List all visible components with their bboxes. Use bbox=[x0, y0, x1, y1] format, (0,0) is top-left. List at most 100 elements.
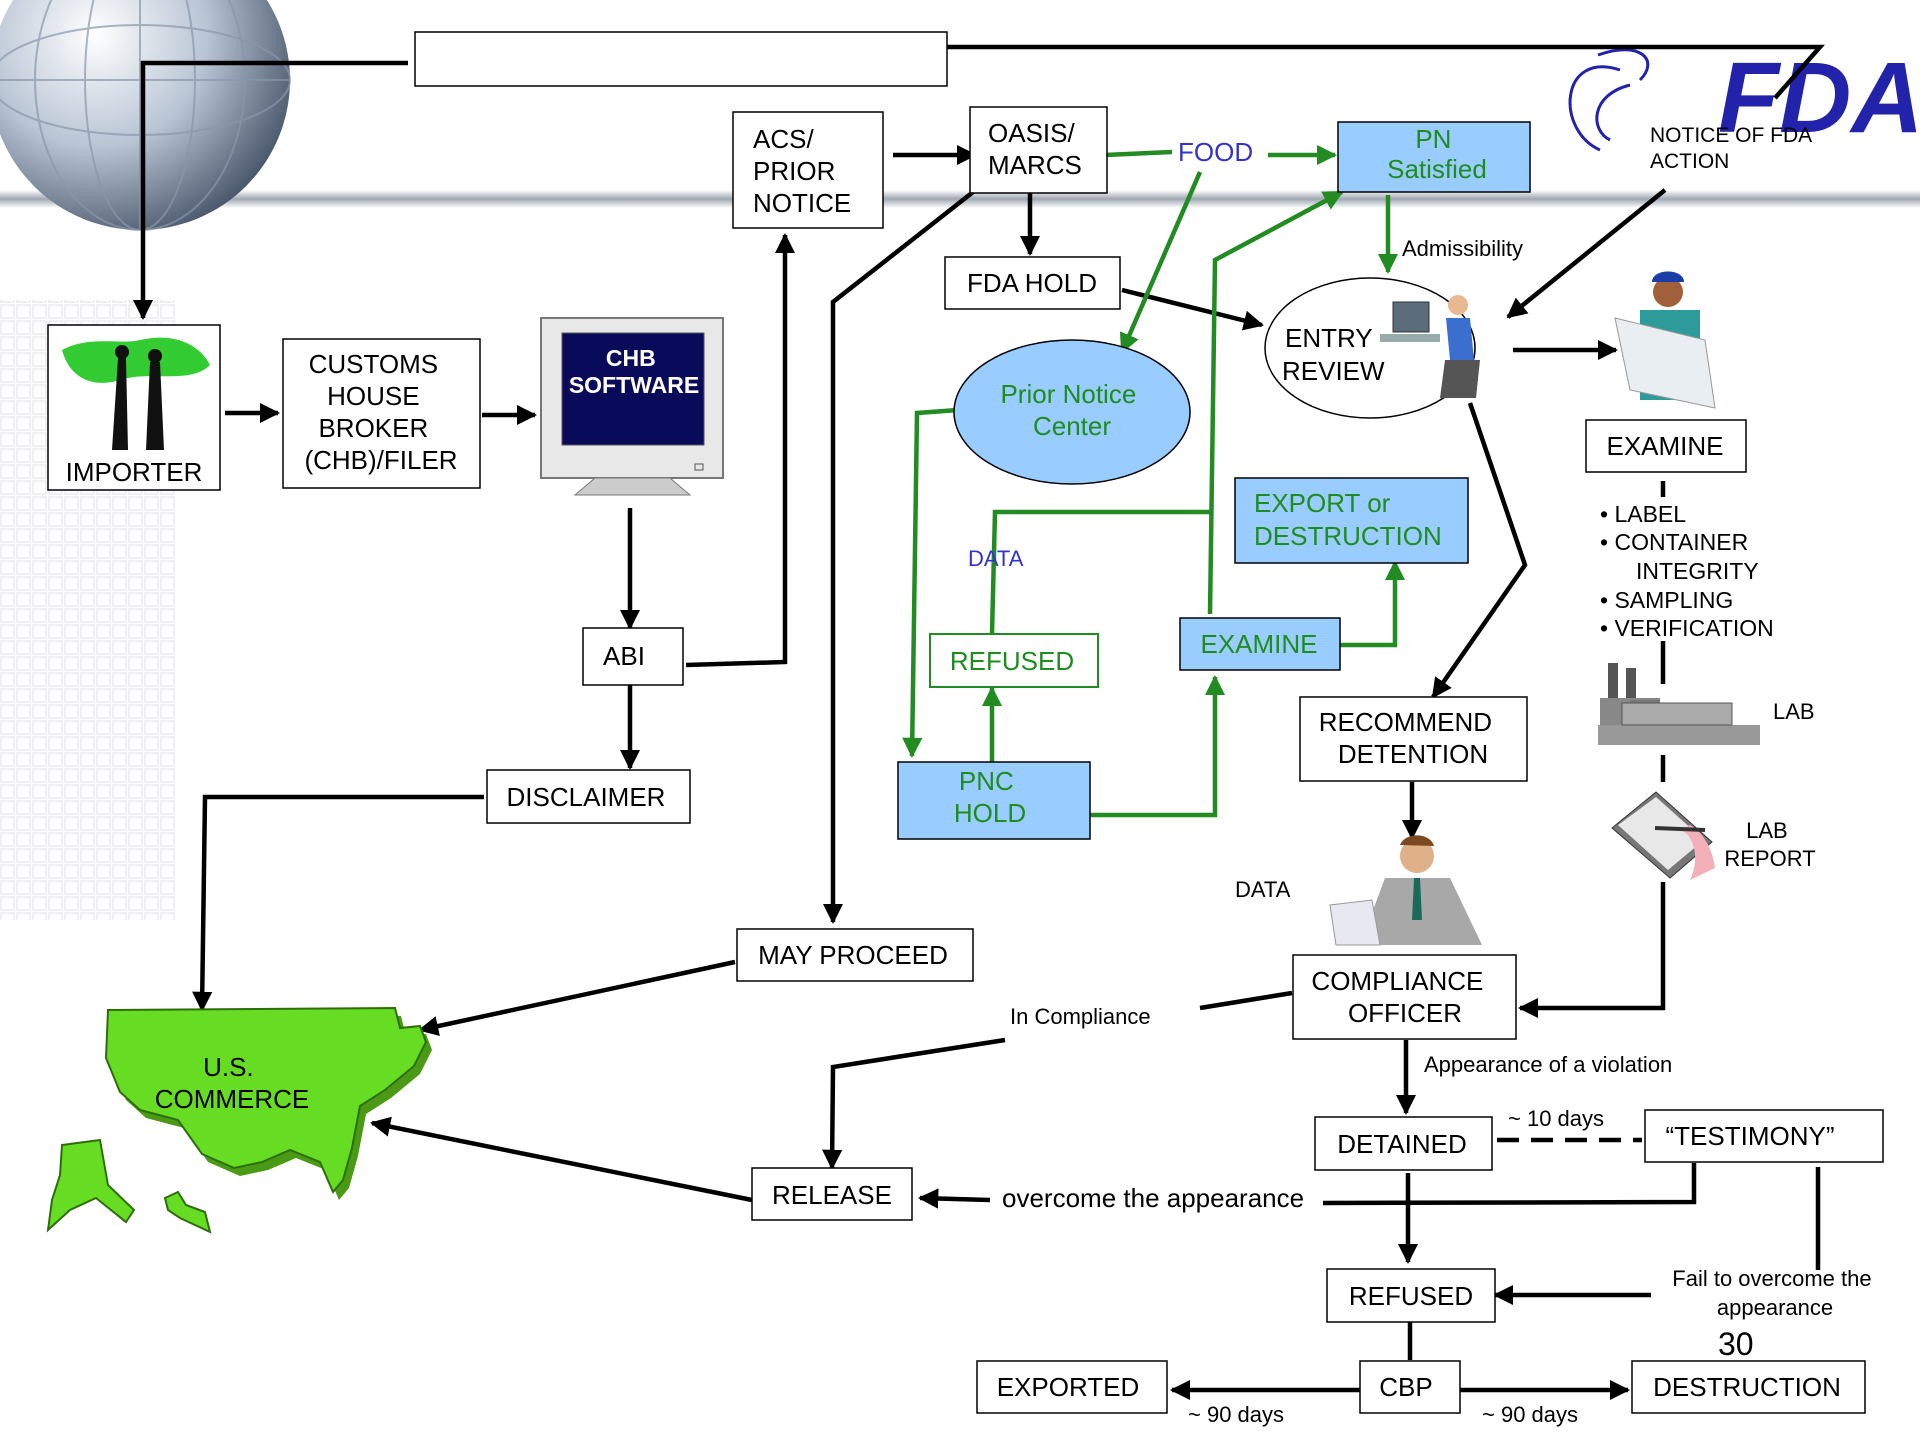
chb-software-monitor-icon: CHB SOFTWARE bbox=[540, 317, 724, 496]
data-label-blue: DATA bbox=[968, 546, 1024, 571]
release-text: RELEASE bbox=[772, 1180, 892, 1210]
us-commerce-map: U.S. COMMERCE bbox=[46, 1006, 432, 1234]
arrow-labreport-officer bbox=[1517, 882, 1666, 1019]
arrow-incompliance-release bbox=[822, 1037, 1006, 1171]
recommend-line-2: DETENTION bbox=[1338, 739, 1488, 769]
arrow-pnc-pnchold bbox=[902, 407, 959, 759]
svg-text:ACS/ PRIOR NOTICE: ACS/ PRIOR NOTICE bbox=[753, 124, 851, 218]
svg-text:• VERIFICATION: • VERIFICATION bbox=[1600, 615, 1774, 641]
exam-items-list: • LABEL • CONTAINER INTEGRITY • SAMPLING… bbox=[1600, 501, 1774, 641]
us-commerce-line-2: COMMERCE bbox=[155, 1084, 310, 1114]
pn-line-1: PN bbox=[1415, 124, 1451, 154]
svg-text:COMPLIANCE OFFICER: COMPLIANCE OFFICER bbox=[1311, 966, 1490, 1028]
destruction-text: DESTRUCTION bbox=[1653, 1372, 1841, 1402]
world-map-businessmen-icon bbox=[62, 337, 210, 450]
box-refused-final: REFUSED bbox=[1326, 1268, 1496, 1323]
connectors-black bbox=[132, 44, 1825, 1401]
in-compliance-label: In Compliance bbox=[1010, 1004, 1151, 1029]
svg-text:CUSTOMS HOUSE BROK: CUSTOMS HOUSE BROKER (CHB)/FILER bbox=[304, 349, 457, 475]
exam-item-sampling: SAMPLING bbox=[1614, 587, 1733, 613]
officer-line-2: OFFICER bbox=[1348, 998, 1462, 1028]
pnc-line-2: Center bbox=[1033, 411, 1111, 441]
alaska-shape bbox=[46, 1138, 136, 1233]
exam-item-verification: VERIFICATION bbox=[1614, 615, 1773, 641]
hawaii-shape bbox=[163, 1190, 212, 1234]
arrow-release-commerce bbox=[370, 1116, 753, 1203]
svg-text:• LABEL: • LABEL bbox=[1600, 501, 1686, 527]
data-label-black: DATA bbox=[1235, 877, 1291, 902]
lab-label: LAB bbox=[1773, 699, 1815, 724]
abi-text: ABI bbox=[603, 641, 645, 671]
arrow-notice-review bbox=[1506, 188, 1667, 319]
svg-text:• SAMPLING: • SAMPLING bbox=[1600, 587, 1733, 613]
oasis-line-1: OASIS/ bbox=[988, 118, 1075, 148]
notice-fda-action-label: NOTICE OF FDA ACTION bbox=[1650, 124, 1817, 173]
notice-line-2: ACTION bbox=[1650, 150, 1729, 173]
fail-overcome-label: Fail to overcome the appearance bbox=[1672, 1266, 1877, 1320]
exam-item-label: LABEL bbox=[1614, 501, 1686, 527]
box-disclaimer: DISCLAIMER bbox=[486, 769, 691, 824]
arrow-review-recommend bbox=[1431, 402, 1528, 699]
page-number: 30 bbox=[1718, 1326, 1754, 1362]
factory-icon bbox=[1598, 663, 1760, 745]
acs-line-2: PRIOR bbox=[753, 156, 835, 186]
examine-green-text: EXAMINE bbox=[1200, 629, 1317, 659]
exam-item-container: CONTAINER bbox=[1614, 529, 1748, 555]
svg-text:U.S. COMMERCE: U.S. COMMERCE bbox=[155, 1052, 310, 1114]
arrow-food-pnc bbox=[1119, 171, 1203, 354]
refused-final-text: REFUSED bbox=[1349, 1281, 1473, 1311]
recommend-line-1: RECOMMEND bbox=[1319, 707, 1492, 737]
svg-text:PN Satisfied: PN Satisfied bbox=[1387, 124, 1487, 184]
officer-line-1: COMPLIANCE bbox=[1311, 966, 1483, 996]
lab-report-line-2: REPORT bbox=[1724, 846, 1815, 871]
notice-line-1: NOTICE OF FDA bbox=[1650, 124, 1812, 147]
box-compliance-officer: COMPLIANCE OFFICER bbox=[1292, 954, 1517, 1040]
examine-top-text: EXAMINE bbox=[1606, 431, 1723, 461]
box-customs-house-broker: CUSTOMS HOUSE BROKER (CHB)/FILER bbox=[282, 338, 481, 489]
svg-text:CHB SOFTWARE: CHB SOFTWARE bbox=[569, 345, 699, 398]
box-destruction: DESTRUCTION bbox=[1631, 1360, 1866, 1414]
us-commerce-line-1: U.S. bbox=[203, 1052, 254, 1082]
box-recommend-detention: RECOMMEND DETENTION bbox=[1299, 696, 1528, 782]
refused-green-text: REFUSED bbox=[950, 646, 1074, 676]
exported-text: EXPORTED bbox=[997, 1372, 1140, 1402]
box-pn-satisfied: PN Satisfied bbox=[1337, 121, 1531, 193]
us-mainland-shape bbox=[104, 1006, 428, 1194]
exam-item-integrity: INTEGRITY bbox=[1636, 558, 1759, 584]
pnc-hold-line-2: HOLD bbox=[954, 798, 1026, 828]
lab-report-label: LAB REPORT bbox=[1724, 818, 1815, 871]
export-line-1: EXPORT or bbox=[1254, 488, 1391, 518]
fda-logo: FDA bbox=[1568, 42, 1920, 154]
box-importer: IMPORTER bbox=[47, 324, 221, 491]
svg-text:OASIS/ MARCS: OASIS/ MARCS bbox=[988, 118, 1082, 180]
clipboard-pen-icon bbox=[1611, 791, 1715, 880]
export-line-2: DESTRUCTION bbox=[1254, 521, 1442, 551]
svg-text:PNC HOLD: PNC HOLD bbox=[954, 766, 1026, 828]
connector-title-importer bbox=[132, 60, 408, 321]
chb-software-line-1: CHB bbox=[606, 345, 656, 371]
box-refused-green: REFUSED bbox=[929, 633, 1099, 688]
box-export-or-destruction: EXPORT or DESTRUCTION bbox=[1234, 477, 1469, 564]
hhs-eagle-icon bbox=[1568, 48, 1650, 152]
box-examine-top: EXAMINE bbox=[1585, 419, 1747, 473]
pn-line-2: Satisfied bbox=[1387, 154, 1487, 184]
chb-line-2: HOUSE bbox=[327, 381, 419, 411]
pnc-line-1: Prior Notice bbox=[1000, 379, 1136, 409]
fda-logo-text: FDA bbox=[1718, 42, 1920, 154]
box-oasis-marcs: OASIS/ MARCS bbox=[969, 106, 1108, 194]
box-acs-prior-notice: ACS/ PRIOR NOTICE bbox=[732, 111, 884, 229]
arrow-examine-pn bbox=[1207, 190, 1344, 615]
arrow-disclaimer-commerce bbox=[192, 794, 484, 1013]
box-release: RELEASE bbox=[751, 1167, 913, 1221]
importer-text: IMPORTER bbox=[66, 457, 203, 487]
fail-line-1: Fail to overcome the bbox=[1672, 1266, 1871, 1291]
disclaimer-text: DISCLAIMER bbox=[507, 782, 666, 812]
box-fda-hold: FDA HOLD bbox=[944, 256, 1121, 310]
header-band bbox=[0, 190, 1920, 208]
inspector-icon bbox=[1614, 271, 1716, 409]
box-examine-green: EXAMINE bbox=[1179, 617, 1341, 671]
acs-line-3: NOTICE bbox=[753, 188, 851, 218]
acs-line-1: ACS/ bbox=[753, 124, 814, 154]
box-may-proceed: MAY PROCEED bbox=[736, 928, 974, 982]
line-refused-data bbox=[989, 509, 1212, 635]
